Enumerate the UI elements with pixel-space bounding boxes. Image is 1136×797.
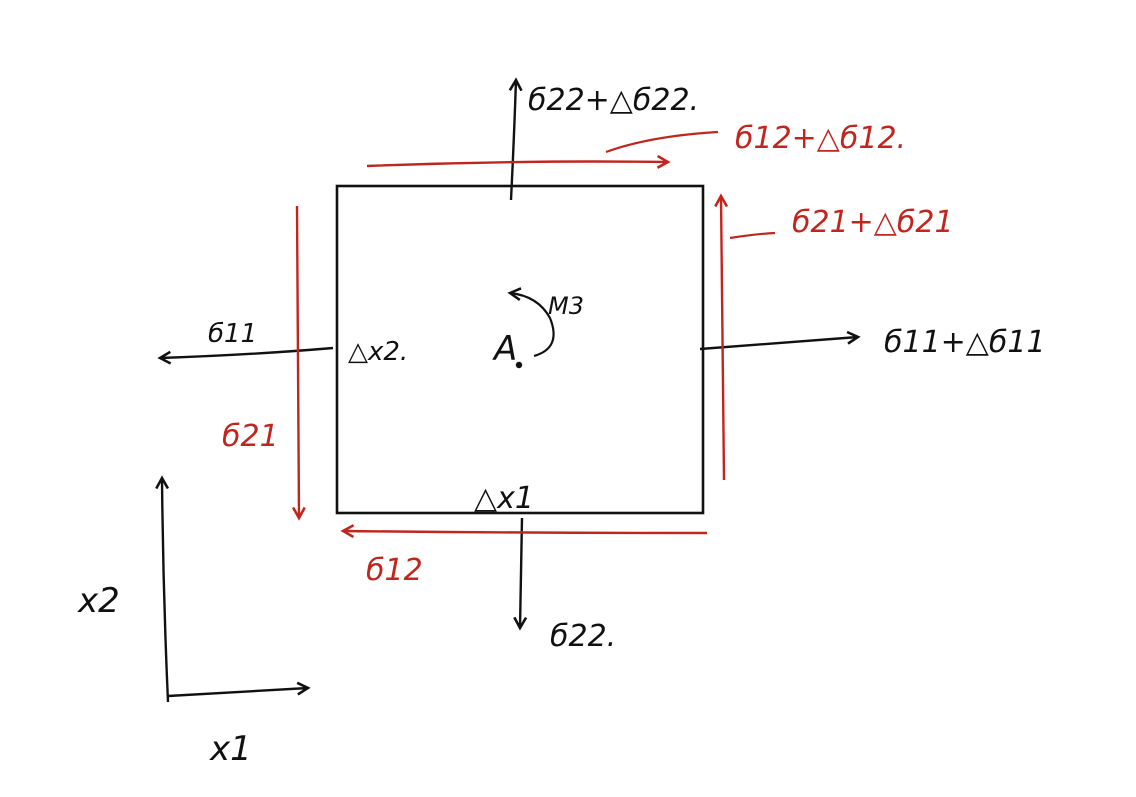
sigma12-bottom-label: б12 (366, 553, 423, 588)
sigma22-top-label: б22+△б22. (528, 83, 699, 118)
s12-top-leader (605, 130, 719, 154)
point-a-label: A (492, 329, 517, 369)
x2-axis-arrow (162, 478, 170, 703)
sigma12-top-label: б12+△б12. (735, 121, 906, 156)
sigma22-bottom-label: б22. (550, 619, 616, 654)
dx1-label: △x1 (474, 481, 534, 516)
sigma22-top-arrow (511, 80, 516, 201)
x1-axis-arrow (167, 688, 308, 698)
sigma21-left-arrow (297, 205, 299, 518)
x1-axis-label: x1 (209, 729, 252, 769)
sigma21-right-arrow (721, 196, 724, 481)
x2-axis-label: x2 (77, 581, 120, 621)
dx2-label: △x2. (348, 337, 408, 367)
moment-label: M3 (548, 292, 584, 320)
sigma12-bottom-arrow (343, 531, 708, 533)
sigma22-bottom-arrow (520, 517, 522, 628)
sigma21-left-label: б21 (222, 419, 279, 454)
moment-curl (510, 293, 555, 358)
sigma12-top-arrow (366, 162, 668, 167)
sigma11-left-label: б11 (208, 319, 257, 349)
sigma11-left-arrow (160, 346, 334, 358)
sigma21-right-label: б21+△б21 (792, 205, 954, 240)
sigma11-right-arrow (699, 337, 858, 351)
sigma11-right-label: б11+△б11 (884, 325, 1046, 360)
point-a-dot (515, 361, 523, 369)
s21-right-leader (729, 231, 776, 240)
